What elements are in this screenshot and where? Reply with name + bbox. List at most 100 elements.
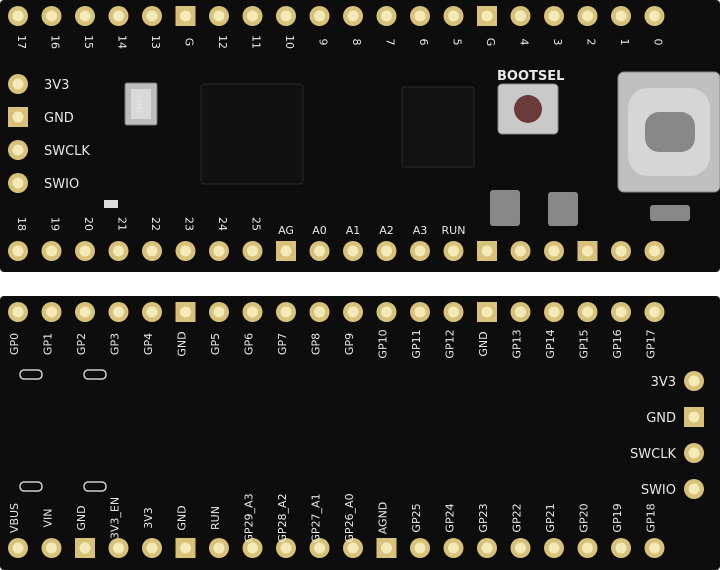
side-pin-pad [684,371,704,391]
pin-label: GP0 [8,333,21,355]
pin-pad [611,302,631,322]
pin-label: GP25 [410,503,423,532]
bootsel-label: BOOTSEL [497,69,564,84]
pin-pad [309,302,330,322]
pin-pad [242,241,263,261]
pin-pad [343,6,363,26]
pin-label: 9 [317,39,330,46]
pin-pad [544,241,564,261]
small-components [490,190,690,226]
pin-pad [376,241,397,261]
pin-label: 3V3 [142,507,155,529]
pin-pad [611,538,631,558]
pin-pad [376,538,397,558]
pin-pad [644,538,665,558]
pin-label: GP26_A0 [343,493,356,542]
pin-label: AGND [377,502,390,535]
pin-label: 12 [216,35,229,49]
pin-pad [142,302,162,322]
pin-pad [209,302,229,322]
pin-pad [577,241,598,261]
pin-pad [108,302,129,322]
pin-label: GP22 [511,503,524,532]
usb-c-connector[interactable] [617,71,720,193]
pin-label: GP17 [645,329,658,358]
pin-label: G [183,38,196,47]
crystal-marking: 12M2 [135,94,143,113]
pin-label: GP10 [377,329,390,358]
pin-pad [644,302,665,322]
pin-label: 19 [49,217,62,231]
led [104,200,118,208]
pin-label: 24 [216,217,229,231]
pin-pad [477,6,497,26]
pin-pad [644,6,665,26]
pin-label: 1 [618,39,631,46]
pin-pad [343,241,363,261]
pin-label: G [484,38,497,47]
pin-label: 18 [15,217,28,231]
pin-label: GP15 [578,329,591,358]
pin-label: 20 [82,217,95,231]
side-pin-pad [684,407,704,427]
pin-label: 23 [183,217,196,231]
pin-label: A1 [346,224,361,237]
pin-label: 6 [417,39,430,46]
pin-label: GP12 [444,329,457,358]
pin-label: 25 [250,217,263,231]
pin-label: GP24 [444,503,457,532]
pin-pad [510,302,531,322]
pin-pad [376,302,397,322]
pin-label: GP5 [209,333,222,355]
pin-pad [8,6,28,26]
side-pin-label: 3V3 [651,375,676,390]
pin-pad [209,241,229,261]
pin-label: GP29_A3 [243,493,256,542]
side-pin-pad [684,443,704,463]
pin-pad [175,241,196,261]
crystal: 12M2 [124,82,158,126]
pin-pad [242,6,263,26]
pin-label: 2 [585,39,598,46]
pin-pad [544,6,564,26]
side-pin-pad [684,479,704,499]
test-pad [19,369,43,380]
side-pin-pad [8,74,28,94]
pin-label: GP18 [645,503,658,532]
side-pin-label: SWCLK [44,144,90,159]
test-pad [83,369,107,380]
pin-label: GP20 [578,503,591,532]
pin-pad [209,538,229,558]
pin-label: GND [176,505,189,530]
pin-pad [41,302,62,322]
pin-pad [309,538,330,558]
pin-label: 22 [149,217,162,231]
pin-label: 17 [15,35,28,49]
rp2040-chip [200,83,304,185]
pin-label: GP6 [243,333,256,355]
pin-pad [410,302,430,322]
pin-pad [309,6,330,26]
pin-pad [443,538,464,558]
pin-label: GP1 [42,333,55,355]
pin-label: AG [278,224,294,237]
pin-label: 8 [350,39,363,46]
pin-pad [75,538,95,558]
bootsel-button[interactable] [497,83,559,135]
pin-pad [75,241,95,261]
pin-label: 5 [451,39,464,46]
pin-label: 4 [518,39,531,46]
pin-label: GP8 [310,333,323,355]
pin-pad [343,538,363,558]
pin-label: GP23 [477,503,490,532]
pin-label: GP2 [75,333,88,355]
side-pin-label: 3V3 [44,78,69,93]
pin-label: GP7 [276,333,289,355]
side-pin-pad [8,140,28,160]
pin-pad [510,6,531,26]
pin-pad [376,6,397,26]
pin-label: GND [176,331,189,356]
